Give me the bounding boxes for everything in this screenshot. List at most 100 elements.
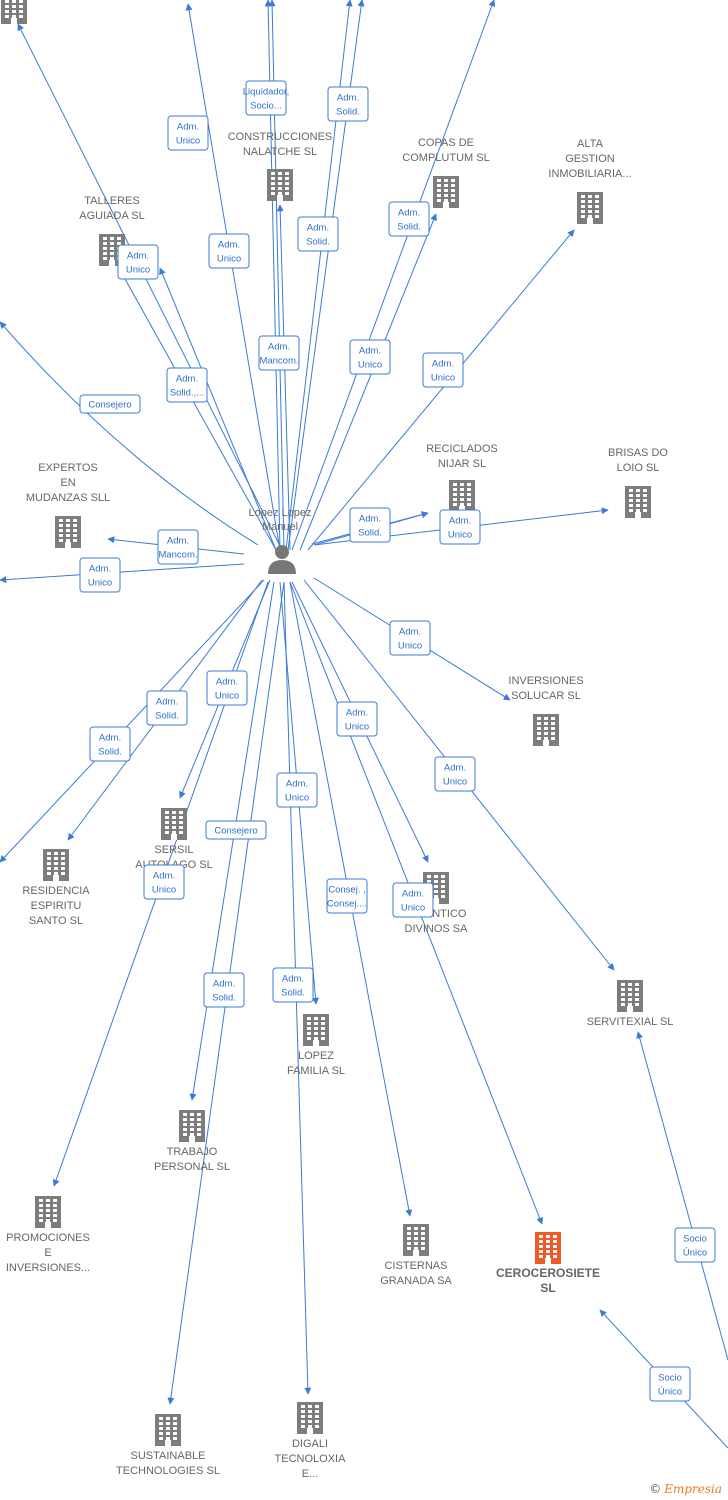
edge-label-12[interactable]: Adm.Solid. xyxy=(349,507,391,543)
edge-label-box xyxy=(89,726,131,762)
edge-label-10[interactable]: Adm.Unico xyxy=(349,339,391,375)
relation-edge-11 xyxy=(307,229,575,551)
building-icon-cerocero[interactable] xyxy=(535,1232,561,1264)
building-icon-solucar[interactable] xyxy=(533,714,559,746)
building-icon-digali[interactable] xyxy=(297,1402,323,1434)
edge-label-text: Liquidador,Socio... xyxy=(243,87,289,112)
building-icon-brisas[interactable] xyxy=(625,486,651,518)
edge-label-13[interactable]: Adm.Unico xyxy=(439,509,481,545)
edge-label-19[interactable]: Adm.Solid. xyxy=(89,726,131,762)
edge-label-14[interactable]: Adm.Mancom. xyxy=(157,529,199,565)
relation-edge-4 xyxy=(185,3,281,551)
relation-edge-10 xyxy=(299,213,437,551)
edge-label-text: Adm.Solid. xyxy=(212,979,236,1004)
edge-label-7[interactable]: Adm.Mancom. xyxy=(258,335,300,371)
edge-label-26[interactable]: Adm.Unico xyxy=(392,882,434,918)
edge-label-28[interactable]: Adm.Solid. xyxy=(272,967,314,1003)
edge-label-20[interactable]: Adm.Unico xyxy=(336,701,378,737)
edge-label-27[interactable]: Adm.Solid. xyxy=(203,972,245,1008)
edge-label-25[interactable]: Consej. ,Consej.... xyxy=(326,878,368,914)
building-icon-copas[interactable] xyxy=(433,176,459,208)
edge-label-box xyxy=(276,772,318,808)
edge-label-text: Adm.Unico xyxy=(215,677,239,702)
edge-label-box xyxy=(203,972,245,1008)
edge-label-text: Adm.Solid. xyxy=(306,223,330,248)
building-icon-sersil[interactable] xyxy=(161,808,187,840)
building-icon-alta[interactable] xyxy=(577,192,603,224)
edge-label-9[interactable]: Consejero xyxy=(79,394,141,414)
building-icon-top-left[interactable] xyxy=(1,0,27,24)
edge-label-23[interactable]: Consejero xyxy=(205,820,267,840)
edge-label-text: Adm.Mancom. xyxy=(259,342,298,367)
company-label-servitexial[interactable]: SERVITEXIAL SL xyxy=(587,1016,674,1028)
edge-label-box xyxy=(297,216,339,252)
edge-label-24[interactable]: Adm.Unico xyxy=(143,864,185,900)
building-icon-cisternas[interactable] xyxy=(403,1224,429,1256)
edge-label-box xyxy=(157,529,199,565)
edge-label-4[interactable]: Adm.Unico xyxy=(208,233,250,269)
edge-label-box xyxy=(245,80,287,116)
edge-label-5[interactable]: Adm.Solid. xyxy=(388,201,430,237)
building-icon-reciclados[interactable] xyxy=(449,480,475,512)
relation-edge-29 xyxy=(636,1031,728,1361)
building-icon-promociones[interactable] xyxy=(35,1196,61,1228)
building-icon-sustainable[interactable] xyxy=(155,1414,181,1446)
relation-edge-9 xyxy=(0,321,259,546)
edge-label-0[interactable]: Adm.Unico xyxy=(167,115,209,151)
edge-label-15[interactable]: Adm.Unico xyxy=(79,557,121,593)
edge-label-18[interactable]: Adm.Unico xyxy=(206,670,248,706)
edge-label-22[interactable]: Adm.Unico xyxy=(276,772,318,808)
empresia-logo[interactable]: ©Empresia xyxy=(649,1482,722,1496)
edge-label-3[interactable]: Adm.Solid. xyxy=(297,216,339,252)
person-icon[interactable] xyxy=(268,545,296,574)
edge-label-text: Adm.Unico xyxy=(345,708,369,733)
edge-label-2[interactable]: Adm.Solid. xyxy=(327,86,369,122)
edge-label-text: Adm.Unico xyxy=(152,871,176,896)
building-icon-construcciones[interactable] xyxy=(267,169,293,201)
edge-label-text: Adm.Solid. xyxy=(358,514,382,539)
relation-edge-15 xyxy=(0,563,245,584)
edge-label-box xyxy=(392,882,434,918)
edge-label-11[interactable]: Adm.Unico xyxy=(422,352,464,388)
building-icon-lopezfam[interactable] xyxy=(303,1014,329,1046)
edge-label-box xyxy=(143,864,185,900)
edge-label-21[interactable]: Adm.Unico xyxy=(434,756,476,792)
edge-label-text: Adm.Solid. xyxy=(397,208,421,233)
edge-label-box xyxy=(166,367,208,403)
edge-label-box xyxy=(349,507,391,543)
edge-label-16[interactable]: Adm.Unico xyxy=(389,620,431,656)
edge-label-box xyxy=(422,352,464,388)
edge-label-17[interactable]: Adm.Solid. xyxy=(146,690,188,726)
building-icon-residencia[interactable] xyxy=(43,849,69,881)
building-icon-trabajo[interactable] xyxy=(179,1110,205,1142)
edge-label-8[interactable]: Adm.Solid.,... xyxy=(166,367,208,403)
edge-label-box xyxy=(388,201,430,237)
building-icon-expertos[interactable] xyxy=(55,516,81,548)
edge-label-box xyxy=(336,701,378,737)
relation-edge-3 xyxy=(287,0,365,551)
edge-label-1[interactable]: Liquidador,Socio... xyxy=(243,80,289,116)
edge-label-text: Adm.Solid. xyxy=(336,93,360,118)
edge-label-6[interactable]: Adm.Unico xyxy=(117,244,159,280)
building-icon-servitexial[interactable] xyxy=(617,980,643,1012)
